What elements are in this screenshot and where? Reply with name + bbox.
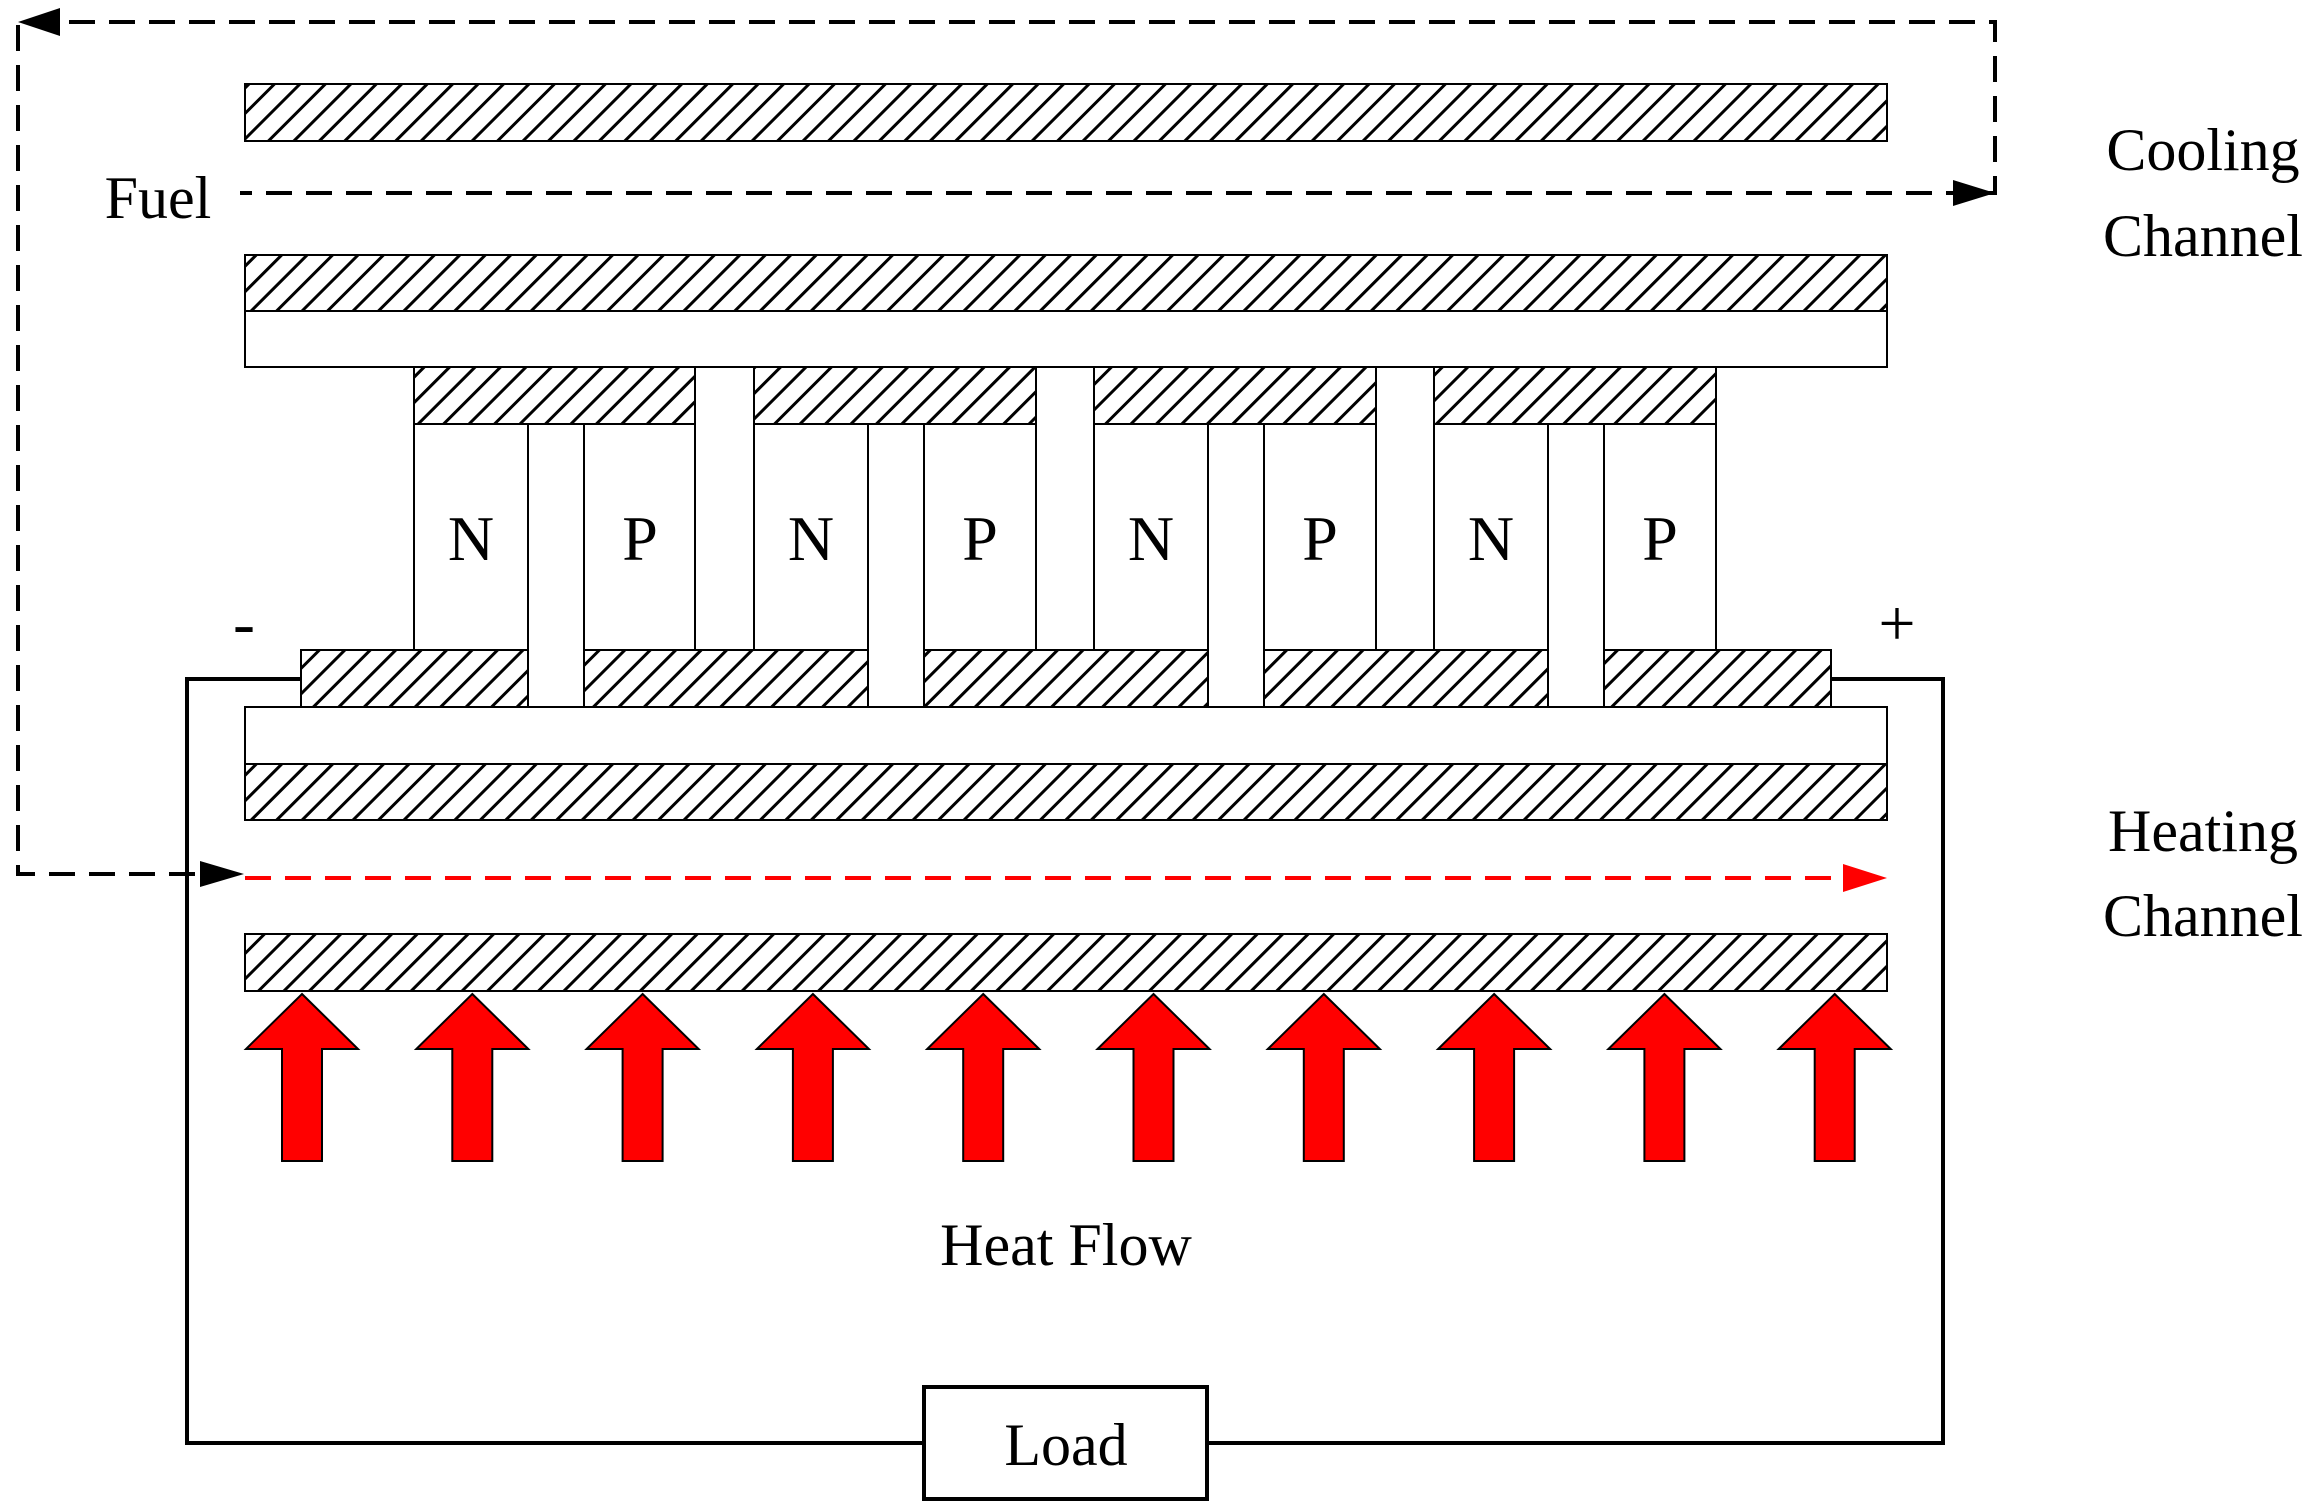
heat-arrow-icon [243,992,361,1162]
positive-terminal-label: + [1878,587,1915,660]
bottom-electrodes [300,649,1832,708]
heat-arrow-icon [584,992,702,1162]
top-spacers [694,366,1435,651]
leg-box [1093,423,1209,651]
heat-arrow-icon [413,992,531,1162]
heating-channel-label-line2: Channel [2103,883,2303,949]
heat-arrow-icon [924,992,1042,1162]
fuel-return-line [16,20,1997,876]
leg-box [923,423,1037,651]
leg-label: P [1302,503,1338,574]
bottom-electrode [300,649,529,708]
leg-box [1263,423,1377,651]
hot-side-substrate [244,706,1888,765]
heat-flow-label: Heat Flow [940,1212,1192,1278]
heat-arrow-icon [754,992,872,1162]
leg-box [583,423,696,651]
heat-arrow-icon [1605,992,1723,1162]
circuit-wire-right [1207,677,1945,1445]
top-electrode [753,366,1037,425]
bottom-electrode [1603,649,1832,708]
circuit-wire-left [185,677,924,1445]
thermoelectric-legs: N P N P N P N P [413,423,1717,651]
leg-label: P [1642,503,1678,574]
heating-channel-bottom-plate [244,933,1888,992]
leg-label: N [1128,503,1174,574]
fuel-loop [16,20,1997,876]
leg-label: N [1468,503,1514,574]
cooling-channel-label-line2: Channel [2103,203,2303,269]
leg-label: N [448,503,494,574]
heat-arrow-icon [1776,992,1894,1162]
leg-box [753,423,869,651]
top-electrode [1093,366,1377,425]
fuel-arrow-right-icon [1953,180,1995,206]
negative-terminal-label: - [233,587,255,660]
bottom-spacers [527,423,1605,708]
leg-box [413,423,529,651]
cooling-channel-label-line1: Cooling [2106,117,2299,183]
heating-flow-arrow-icon [1843,864,1887,892]
leg-box [1603,423,1717,651]
bottom-electrode [923,649,1209,708]
fuel-arrow-top-left-icon [18,8,60,36]
heat-flow-arrows [243,992,1894,1162]
load-box [922,1385,1209,1501]
top-electrode [1433,366,1717,425]
cooling-channel-bottom-plate [244,254,1888,312]
cooling-channel-top-plate [244,83,1888,142]
heating-channel-label-line1: Heating [2108,798,2298,864]
leg-label: P [622,503,658,574]
leg-label: P [962,503,998,574]
bottom-electrode [1263,649,1549,708]
fuel-arrow-heating-inlet-icon [200,861,244,887]
heat-arrow-icon [1265,992,1383,1162]
leg-box [1433,423,1549,651]
heat-arrow-icon [1435,992,1553,1162]
heat-arrow-icon [1095,992,1212,1162]
load-label: Load [1004,1412,1127,1478]
fuel-label: Fuel [105,165,212,231]
leg-label: N [788,503,834,574]
cold-side-substrate [244,310,1888,368]
load-circuit [185,677,1945,1445]
heating-channel-top-plate [244,763,1888,821]
bottom-electrode [583,649,869,708]
top-electrode [413,366,696,425]
